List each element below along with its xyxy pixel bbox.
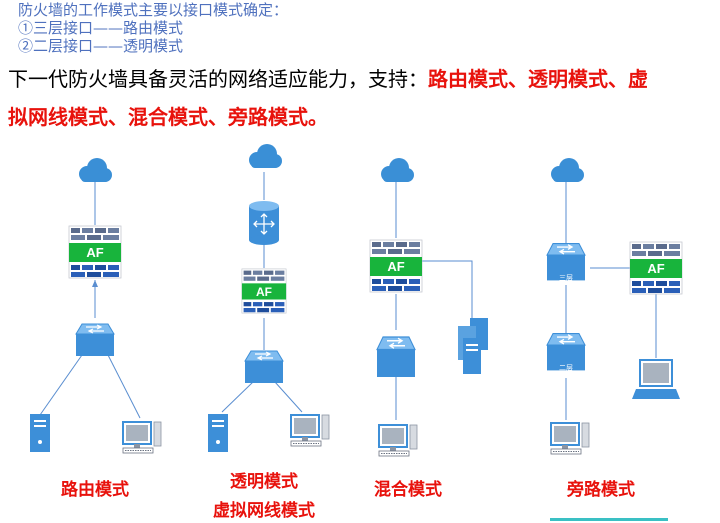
switch-icon (75, 323, 115, 357)
server-icon (208, 414, 228, 452)
firewall-label: AF (387, 259, 404, 274)
statement-line-1: 下一代防火墙具备灵活的网络适应能力，支持：路由模式、透明模式、虚 (8, 68, 648, 90)
cloud-icon (551, 158, 584, 182)
switch-icon (376, 336, 416, 378)
caption-routing: 路由模式 (61, 479, 129, 500)
laptop-icon (632, 359, 680, 399)
router-icon (249, 201, 279, 245)
firewall-label: AF (647, 261, 664, 276)
pc-icon (378, 424, 418, 457)
pc-icon (122, 421, 162, 454)
bypass-mode-topology: 三层 AF 二层 (546, 158, 683, 455)
statement-prefix: 下一代防火墙具备灵活的网络适应能力，支持： (8, 67, 428, 91)
firewall-label: AF (256, 285, 272, 299)
statement-highlight-2: 拟网线模式、混合模式、旁路模式。 (8, 105, 328, 129)
caption-bypass: 旁路模式 (566, 479, 635, 500)
l3-switch-label: 三层 (559, 274, 573, 282)
cloud-icon (381, 158, 414, 182)
caption-virtual-wire: 虚拟网线模式 (213, 500, 315, 521)
header-line-2: ①三层接口——路由模式 (18, 19, 184, 37)
header-line-3: ②二层接口——透明模式 (18, 37, 184, 55)
accent-bar (550, 518, 668, 521)
transparent-mode-topology: AF (208, 144, 330, 452)
caption-hybrid: 混合模式 (374, 479, 442, 500)
cloud-icon (79, 158, 112, 182)
cloud-icon (249, 144, 282, 168)
server-icon (30, 414, 50, 452)
caption-transparent: 透明模式 (230, 471, 298, 492)
server-cluster-icon (458, 318, 488, 374)
switch-icon (244, 350, 284, 384)
header-line-1: 防火墙的工作模式主要以接口模式确定： (18, 1, 289, 19)
pc-icon (290, 414, 330, 447)
hybrid-mode-topology: AF (369, 158, 488, 457)
routing-mode-topology: AF (30, 158, 162, 454)
statement-highlight-1: 路由模式、透明模式、虚 (428, 67, 648, 91)
pc-icon (550, 422, 590, 455)
firewall-label: AF (86, 245, 103, 260)
l2-switch-label: 二层 (559, 364, 573, 372)
